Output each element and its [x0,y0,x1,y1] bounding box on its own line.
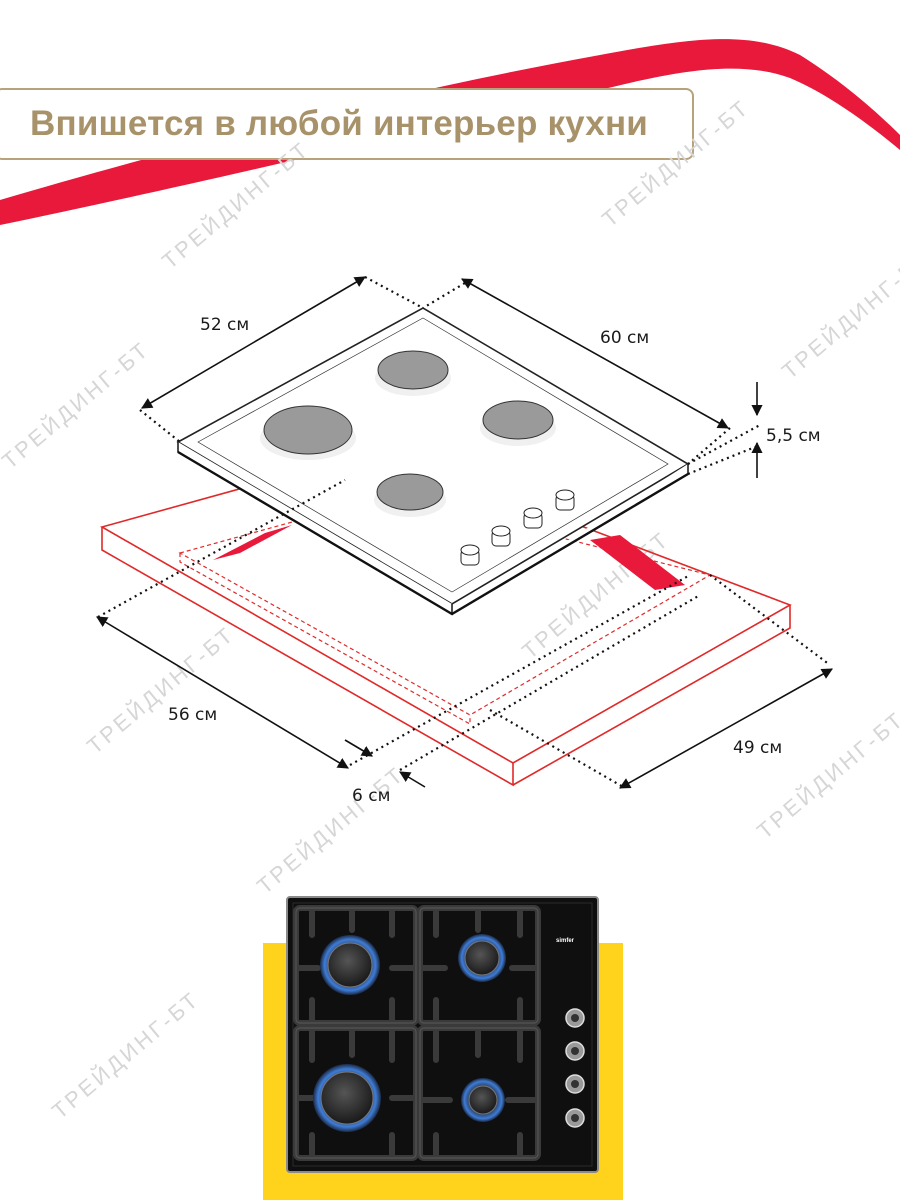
control-knob [460,544,480,566]
control-knob [523,507,543,529]
dim-label-height: 5,5 см [766,426,821,446]
burner [374,473,446,517]
dimension-diagram: 52 см 60 см 5,5 см 56 см 49 см 6 см [96,276,833,806]
dim-label-top-width: 60 см [600,328,649,348]
dimension-arrows [96,276,833,789]
headline: Впишется в любой интерьер кухни [30,104,648,143]
watermark: ТРЕЙДИНГ-БТ [47,986,204,1124]
burner [480,400,556,446]
cutout-hole [213,525,685,590]
control-knob [491,525,511,547]
burner [260,405,356,460]
headline-card: Впишется в любой интерьер кухни [0,88,694,160]
control-knob [555,489,575,511]
dim-label-cutout-depth: 49 см [733,738,782,758]
dim-label-top-depth: 52 см [200,315,249,335]
hob-illustration [176,307,690,616]
dim-label-cutout-width: 56 см [168,705,217,725]
yellow-accent-panel [263,943,623,1200]
extension-lines [97,276,831,789]
dim-label-offset: 6 см [352,786,390,806]
burner [375,350,451,396]
